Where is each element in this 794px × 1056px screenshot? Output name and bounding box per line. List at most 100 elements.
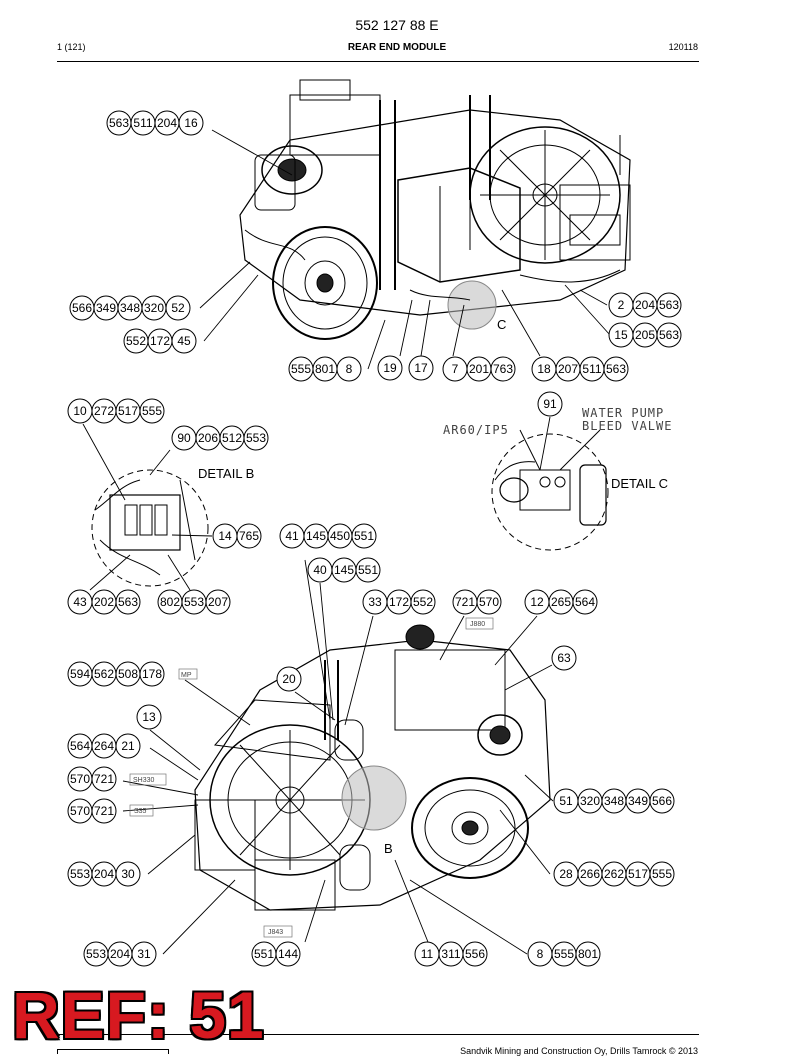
callout-number: 563: [118, 595, 138, 609]
callout-number: 594: [70, 667, 90, 681]
callout-bubble: [408, 355, 434, 381]
callout-bubble: [336, 356, 362, 382]
callout-number: 721: [94, 772, 114, 786]
callout-number: 721: [94, 804, 114, 818]
callout-number: 202: [94, 595, 114, 609]
callout-number: 264: [94, 739, 114, 753]
callout-number: 204: [110, 947, 130, 961]
callout-bubble: [476, 589, 502, 615]
callout-number: 43: [73, 595, 87, 609]
callout-number: 206: [198, 431, 218, 445]
brand-logo-strip: [57, 1049, 169, 1054]
callout-number: 763: [493, 362, 513, 376]
callout-bubble: [462, 941, 488, 967]
callout-number: 511: [133, 116, 152, 130]
callout-number: 90: [177, 431, 191, 445]
callout-number: 2: [618, 298, 625, 312]
callout-number: 511: [582, 362, 601, 376]
callout-number: 566: [652, 794, 672, 808]
callout-number: 512: [222, 431, 242, 445]
callout-number: 45: [177, 334, 191, 348]
callout-group: 19: [377, 355, 403, 381]
tag-j880: J880: [465, 617, 494, 630]
callout-number: 63: [557, 651, 571, 665]
callout-number: 204: [635, 298, 655, 312]
callout-number: 553: [246, 431, 266, 445]
callout-number: 8: [346, 362, 353, 376]
callout-number: 41: [285, 529, 299, 543]
callout-bubble: [355, 557, 381, 583]
callout-number: 145: [334, 563, 354, 577]
callout-number: 570: [70, 804, 90, 818]
callout-number: 172: [389, 595, 409, 609]
callout-bubble: [490, 356, 516, 382]
detail-c-marker: C: [497, 317, 506, 332]
callout-number: 450: [330, 529, 350, 543]
callout-group: 570 721: [67, 766, 117, 792]
callout-number: 555: [142, 404, 162, 418]
pump-note-line1: WATER PUMP: [582, 406, 664, 420]
callout-number: 172: [150, 334, 170, 348]
callout-bubble: [276, 666, 302, 692]
svg-text:MP: MP: [181, 672, 192, 679]
callout-group: 564 264 21: [67, 733, 141, 759]
callout-group: 17: [408, 355, 434, 381]
callout-bubble: [136, 704, 162, 730]
callout-number: 17: [414, 361, 428, 375]
callout-bubble: [115, 861, 141, 887]
callout-bubble: [275, 941, 301, 967]
detail-b-label: DETAIL B: [198, 466, 254, 481]
model-note: AR60/IP5: [443, 423, 509, 437]
callout-number: 21: [121, 739, 135, 753]
svg-text:S35: S35: [134, 808, 147, 815]
callout-number: 566: [72, 301, 92, 315]
callout-bubble: [115, 589, 141, 615]
copyright-text: Sandvik Mining and Construction Oy, Dril…: [460, 1046, 698, 1056]
header-divider: [57, 61, 699, 62]
lower-machine-illustration: [194, 624, 551, 911]
callout-number: 262: [604, 867, 624, 881]
callout-number: 802: [160, 595, 180, 609]
callout-bubble: [410, 589, 436, 615]
callout-number: 7: [452, 362, 459, 376]
tag-mp: MP: [178, 668, 198, 680]
callout-bubble: [91, 798, 117, 824]
callout-number: 349: [96, 301, 116, 315]
callout-number: 11: [421, 947, 434, 961]
callout-bubble: [572, 589, 598, 615]
callout-number: 266: [580, 867, 600, 881]
callout-number: 145: [306, 529, 326, 543]
callout-number: 144: [278, 947, 298, 961]
callout-number: 564: [70, 739, 90, 753]
callout-number: 765: [239, 529, 259, 543]
callout-number: 320: [144, 301, 164, 315]
callout-number: 91: [543, 397, 557, 411]
callout-number: 551: [358, 563, 378, 577]
callout-number: 33: [368, 595, 382, 609]
svg-text:J843: J843: [268, 929, 283, 936]
callout-group: 570 721: [67, 798, 117, 824]
callout-group: 91: [537, 391, 563, 417]
callout-group: 43 202 563: [67, 589, 141, 615]
callout-number: 311: [441, 947, 460, 961]
upper-machine-illustration: [239, 79, 631, 340]
tag-sh330: SH330: [129, 773, 167, 786]
callout-number: 13: [142, 710, 156, 724]
callout-number: 19: [383, 361, 397, 375]
callout-number: 553: [184, 595, 204, 609]
callout-number: 52: [171, 301, 185, 315]
callout-number: 517: [118, 404, 138, 418]
callout-number: 570: [70, 772, 90, 786]
callout-bubble: [115, 733, 141, 759]
